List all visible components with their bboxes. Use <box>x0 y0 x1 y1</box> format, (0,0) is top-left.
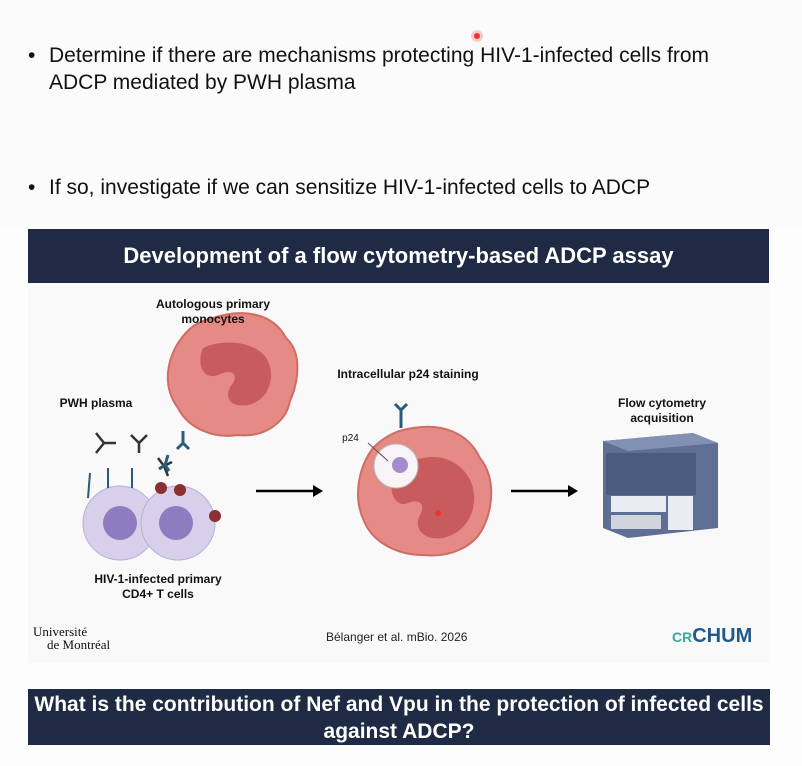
udem-logo-line2: de Montréal <box>47 637 111 652</box>
crchum-logo-cr: CR <box>672 629 693 645</box>
question-banner: What is the contribution of Nef and Vpu … <box>28 689 770 745</box>
assay-diagram <box>82 312 718 561</box>
p24-pointer <box>367 442 389 462</box>
bullet-dot: • <box>28 44 36 67</box>
label-p24: p24 <box>342 433 359 444</box>
crchum-logo: CRCHUM <box>672 625 752 648</box>
arrow-right-icon <box>256 485 323 497</box>
bullet-dot: • <box>28 176 36 199</box>
label-tcells: HIV-1-infected primary CD4+ T cells <box>94 572 222 601</box>
label-staining: Intracellular p24 staining <box>337 367 479 381</box>
t-cell-right <box>140 482 221 561</box>
monocyte-left <box>166 312 299 437</box>
udem-logo: Université de Montréal <box>33 625 110 651</box>
arrow-right-icon <box>511 485 578 497</box>
laser-pointer-dot <box>474 33 480 39</box>
citation: Bélanger et al. mBio. 2026 <box>326 630 468 644</box>
bullet-text-2: If so, investigate if we can sensitize H… <box>49 176 651 199</box>
label-plasma: PWH plasma <box>59 396 133 410</box>
fc-receptor <box>158 431 191 472</box>
slide-top-area <box>0 0 802 228</box>
figure-title-banner: Development of a flow cytometry-based AD… <box>28 229 769 283</box>
crchum-logo-chum: CHUM <box>692 625 753 647</box>
label-monocytes: Autologous primary monocytes <box>155 297 270 326</box>
label-flow: Flow cytometry acquisition <box>617 396 707 425</box>
udem-logo-line1: Université <box>33 624 88 639</box>
t-cell-left <box>82 485 158 561</box>
flow-cytometer-icon <box>603 433 718 538</box>
antibody-icon <box>95 432 173 477</box>
antibody-icon <box>393 402 409 428</box>
assay-figure: Autologous primary monocytes PWH plasma … <box>28 283 769 663</box>
bullet-text-1: Determine if there are mechanisms protec… <box>49 44 709 94</box>
cd4-receptors <box>87 468 133 499</box>
monocyte-stained <box>357 425 493 557</box>
